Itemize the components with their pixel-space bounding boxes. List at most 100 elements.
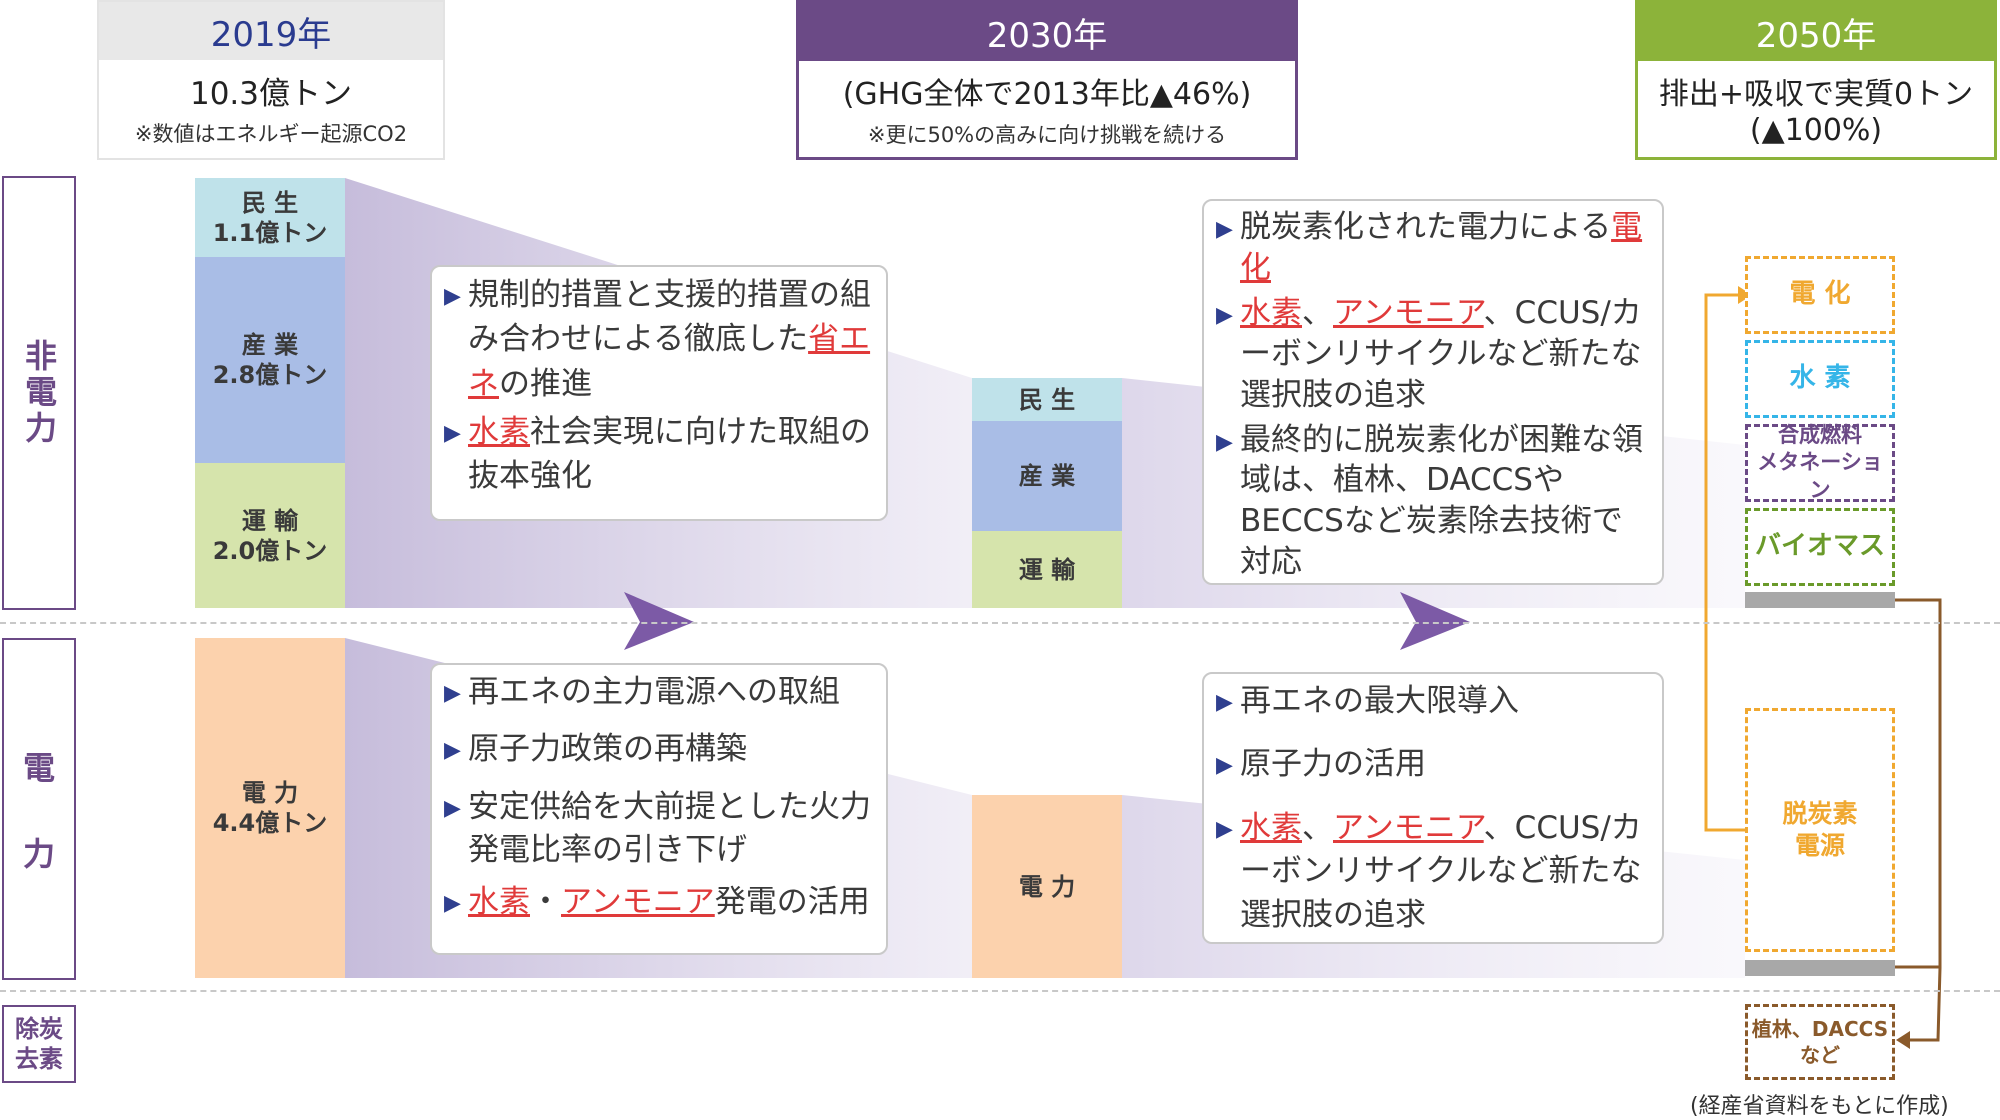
year-2030: 2030年 — [799, 3, 1295, 61]
separator-power-removal — [0, 990, 2000, 992]
box-2050-datsutanso: 脱炭素 電源 — [1745, 708, 1895, 952]
highlight-text: アンモニア — [1333, 809, 1484, 846]
bullet-triangle-icon: ▶ — [444, 420, 461, 446]
removal-label-1: 植林、DACCS — [1751, 1017, 1889, 1041]
suiso-label: 水 素 — [1789, 363, 1851, 394]
bar-2019-minsei-name: 民 生 — [241, 188, 299, 217]
highlight-text: 電化 — [1240, 209, 1643, 286]
item-text: の推進 — [499, 365, 592, 402]
biomass-label: バイオマス — [1754, 531, 1885, 562]
highlight-text: 水素 — [468, 413, 530, 450]
side-label-removal-text: 除炭去素 — [15, 1015, 63, 1073]
list-item: ▶ 最終的に脱炭素化が困難な領域は、植林、DACCSやBECCSなど炭素除去技術… — [1216, 420, 1650, 584]
bar-2019-sangyo-name: 産 業 — [241, 331, 299, 359]
bar-2030-sangyo-name: 産 業 — [1018, 462, 1076, 490]
list-item: ▶ 水素、アンモニア、CCUS/カーボンリサイクルなど新たな選択肢の追求 — [1216, 293, 1650, 416]
year-2050: 2050年 — [1638, 3, 1994, 61]
item-text: ・ — [530, 883, 561, 920]
side-label-nonpower-text: 非電力 — [20, 339, 58, 447]
target-2030: (GHG全体で2013年比▲46%) — [842, 77, 1252, 112]
list-item: ▶ 水素社会実現に向けた取組の抜本強化 — [444, 410, 874, 499]
item-text: 、CCUS/カーボンリサイクルなど新たな選択肢の追求 — [1240, 809, 1642, 933]
gosei-label-1: 合成燃料 — [1778, 423, 1862, 448]
bar-2019-unyu: 運 輸 2.0億トン — [195, 463, 345, 608]
removal-label-2: など — [1800, 1043, 1840, 1067]
item-text: 脱炭素化された電力による — [1240, 209, 1612, 245]
bullet-triangle-icon: ▶ — [444, 284, 461, 309]
bar-2019-unyu-name: 運 輸 — [241, 506, 299, 535]
highlight-text: 水素 — [468, 883, 530, 920]
note-2019: ※数値はエネルギー起源CO2 — [134, 122, 408, 146]
item-text: 原子力の活用 — [1240, 746, 1426, 783]
box-2050-suiso: 水 素 — [1745, 340, 1895, 418]
year-2019: 2019年 — [99, 2, 443, 60]
side-label-power: 電 力 — [2, 638, 76, 980]
bar-2030-minsei-name: 民 生 — [1018, 385, 1076, 414]
highlight-text: アンモニア — [1333, 294, 1484, 331]
datsutanso-label-2: 電源 — [1794, 831, 1845, 860]
header-2030: 2030年 (GHG全体で2013年比▲46%) ※更に50%の高みに向け挑戦を… — [796, 0, 1298, 160]
brown-arrowhead — [1896, 1031, 1910, 1049]
bullet-triangle-icon: ▶ — [1216, 217, 1233, 242]
box-2050-denka: 電 化 — [1745, 256, 1895, 334]
bar-2019-sangyo-value: 2.8億トン — [212, 361, 328, 389]
bar-2050-nonpower-residual — [1745, 592, 1895, 608]
box-nonpower-2030: ▶ 規制的措置と支援的措置の組み合わせによる徹底した省エネの推進 ▶ 水素社会実… — [430, 265, 888, 521]
highlight-text: 水素 — [1240, 809, 1302, 846]
box-nonpower-2050: ▶ 脱炭素化された電力による電化 ▶ 水素、アンモニア、CCUS/カーボンリサイ… — [1202, 199, 1664, 585]
highlight-text: 水素 — [1240, 294, 1302, 331]
bar-2019-denryoku-value: 4.4億トン — [212, 809, 328, 837]
highlight-text: 省エネ — [468, 321, 871, 402]
pct-2050: (▲100%) — [1749, 113, 1883, 148]
bullet-triangle-icon: ▶ — [1216, 302, 1233, 328]
list-item: ▶ 原子力政策の再構築 — [444, 728, 874, 771]
side-label-power-2: 力 — [22, 835, 55, 873]
item-text: 、CCUS/カーボンリサイクルなど新たな選択肢の追求 — [1240, 294, 1642, 413]
bar-2030-denryoku-name: 電 力 — [1018, 872, 1076, 901]
list-item: ▶ 水素、アンモニア、CCUS/カーボンリサイクルなど新たな選択肢の追求 — [1216, 807, 1650, 937]
bar-2019-denryoku: 電 力 4.4億トン — [195, 638, 345, 978]
separator-nonpower-power — [0, 622, 2000, 624]
item-text: 最終的に脱炭素化が困難な領域は、植林、DACCSやBECCSなど炭素除去技術で対… — [1240, 421, 1643, 581]
header-2050: 2050年 排出+吸収で実質0トン (▲100%) — [1635, 0, 1997, 160]
brown-connector — [1895, 598, 1942, 1042]
list-item: ▶ 水素・アンモニア発電の活用 — [444, 881, 874, 924]
side-label-removal: 除炭去素 — [2, 1005, 76, 1083]
list-item: ▶ 規制的措置と支援的措置の組み合わせによる徹底した省エネの推進 — [444, 273, 874, 406]
bullet-triangle-icon: ▶ — [444, 890, 461, 916]
box-2050-gosei: 合成燃料 メタネーション — [1745, 423, 1895, 502]
bullet-triangle-icon: ▶ — [444, 738, 461, 764]
note-2030: ※更に50%の高みに向け挑戦を続ける — [867, 123, 1227, 147]
bullet-triangle-icon: ▶ — [444, 681, 461, 706]
bar-2019-sangyo: 産 業 2.8億トン — [195, 257, 345, 463]
datsutanso-label-1: 脱炭素 — [1782, 798, 1858, 828]
source-note: (経産省資料をもとに作成) — [1690, 1094, 1949, 1119]
bullet-triangle-icon: ▶ — [1216, 753, 1233, 779]
bar-2050-power-residual — [1745, 960, 1895, 976]
bar-2030-unyu-name: 運 輸 — [1018, 555, 1076, 584]
item-text: 再エネの主力電源への取組 — [468, 674, 840, 710]
box-2050-biomass: バイオマス — [1745, 508, 1895, 586]
box-power-2050: ▶ 再エネの最大限導入 ▶ 原子力の活用 ▶ 水素、アンモニア、CCUS/カーボ… — [1202, 672, 1664, 944]
bar-2030-denryoku: 電 力 — [972, 795, 1122, 978]
bullet-triangle-icon: ▶ — [444, 795, 461, 821]
orange-connector — [1704, 293, 1755, 832]
highlight-text: アンモニア — [561, 883, 715, 920]
bar-2019-denryoku-name: 電 力 — [241, 779, 299, 807]
box-power-2030: ▶ 再エネの主力電源への取組 ▶ 原子力政策の再構築 ▶ 安定供給を大前提とした… — [430, 663, 888, 955]
bar-2019-minsei: 民 生 1.1億トン — [195, 178, 345, 257]
item-text: 再エネの最大限導入 — [1240, 683, 1519, 719]
bullet-triangle-icon: ▶ — [1216, 429, 1233, 455]
item-text: 、 — [1302, 809, 1333, 846]
denka-label: 電 化 — [1789, 279, 1851, 310]
bar-2030-minsei: 民 生 — [972, 378, 1122, 421]
list-item: ▶ 脱炭素化された電力による電化 — [1216, 207, 1650, 289]
side-label-nonpower: 非電力 — [2, 176, 76, 610]
list-item: ▶ 安定供給を大前提とした火力発電比率の引き下げ — [444, 786, 874, 873]
list-item: ▶ 原子力の活用 — [1216, 743, 1650, 786]
bullet-triangle-icon: ▶ — [1216, 816, 1233, 842]
item-text: 社会実現に向けた取組の抜本強化 — [468, 413, 871, 495]
bar-2030-unyu: 運 輸 — [972, 531, 1122, 608]
bar-2019-unyu-value: 2.0億トン — [212, 536, 328, 565]
item-text: 規制的措置と支援的措置の組み合わせによる徹底した — [468, 277, 871, 358]
